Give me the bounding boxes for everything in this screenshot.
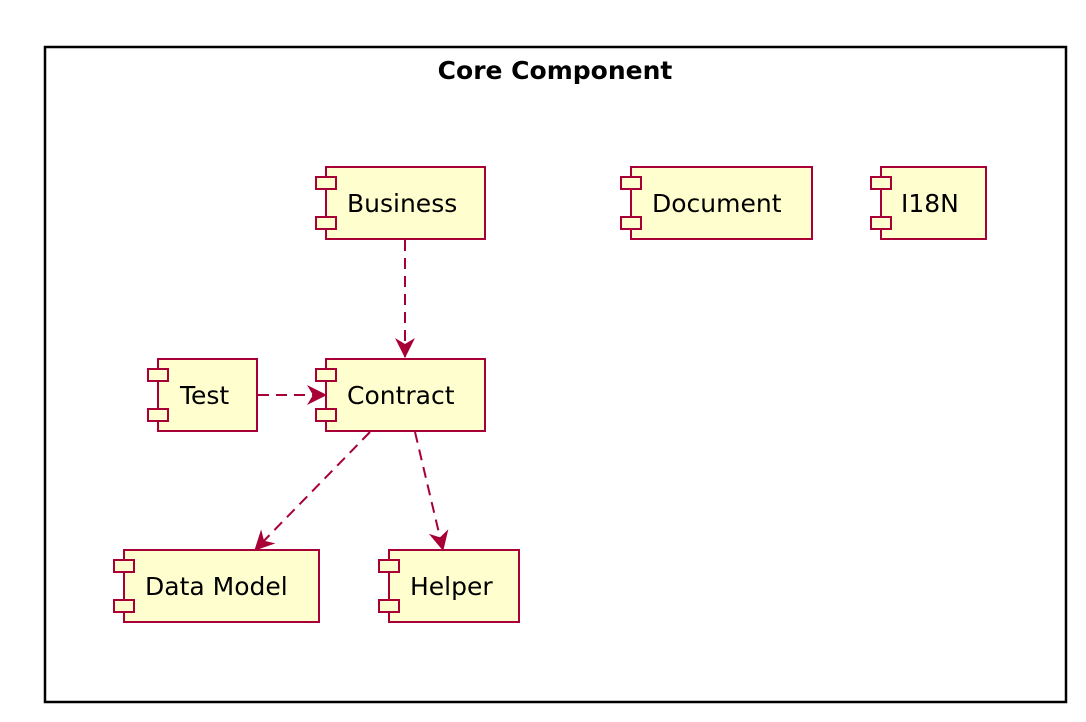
arrow-contract-to-helper [414, 431, 449, 551]
component-helper: Helper [378, 549, 520, 623]
arrow-contract-to-data-model [254, 431, 371, 551]
component-contract: Contract [315, 358, 486, 432]
component-label: Business [347, 189, 457, 218]
component-label: Data Model [145, 572, 288, 601]
package-title: Core Component [438, 56, 673, 85]
component-label: Test [179, 381, 229, 410]
component-i18n: I18N [870, 166, 987, 240]
component-label: I18N [901, 189, 959, 218]
component-label: Contract [347, 381, 455, 410]
component-document: Document [620, 166, 813, 240]
component-label: Helper [410, 572, 493, 601]
component-data-model: Data Model [113, 549, 320, 623]
dependency-arrows [254, 240, 449, 551]
component-business: Business [315, 166, 486, 240]
component-label: Document [652, 189, 782, 218]
component-test: Test [147, 358, 258, 432]
